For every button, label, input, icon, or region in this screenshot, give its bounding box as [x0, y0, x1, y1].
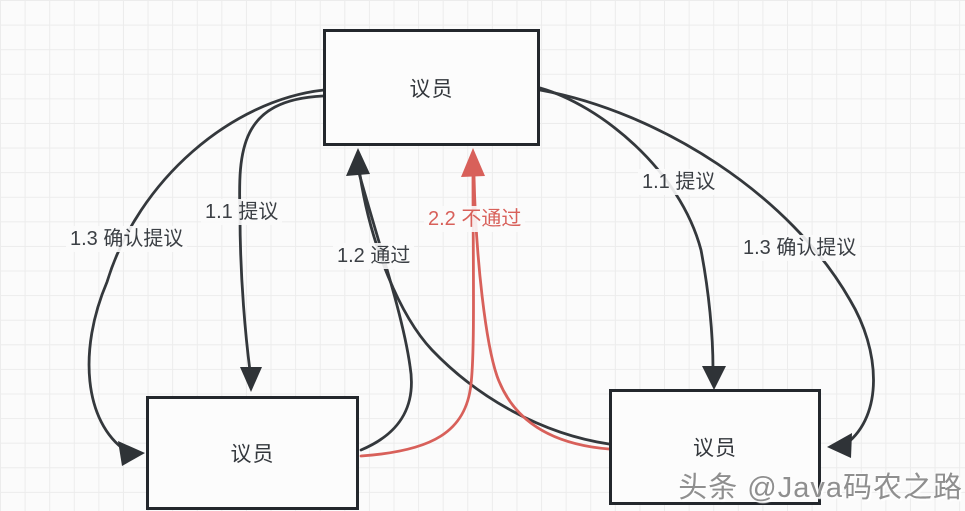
node-councilor-bottom-right: 议员 [609, 389, 821, 505]
edge-propose-right [538, 86, 715, 371]
node-councilor-top: 议员 [323, 29, 540, 146]
node-label: 议员 [693, 437, 737, 460]
arrowhead-pass-icon [346, 148, 370, 176]
node-councilor-bottom-left: 议员 [146, 396, 359, 510]
edge-label-confirm-left: 1.3 确认提议 [66, 226, 188, 252]
edge-propose-left [238, 94, 325, 373]
edge-confirm-left [87, 88, 326, 453]
arrowhead-reject-icon [461, 148, 485, 177]
edge-confirm-right [538, 88, 875, 446]
node-label: 议员 [409, 77, 454, 101]
edge-label-pass: 1.2 通过 [333, 243, 415, 269]
node-label: 议员 [230, 443, 275, 466]
edge-label-confirm-right: 1.3 确认提议 [739, 235, 861, 261]
edge-label-propose-right: 1.1 提议 [638, 169, 720, 195]
arrowhead-propose-left-icon [240, 367, 262, 392]
edge-pass-from-right [358, 173, 611, 446]
edge-label-reject: 2.2 不通过 [424, 206, 526, 232]
edge-label-propose-left: 1.1 提议 [201, 199, 283, 225]
arrowhead-propose-right-icon [702, 366, 726, 390]
arrowhead-confirm-left-icon [118, 441, 145, 466]
edge-reject-from-right [472, 174, 611, 451]
arrowhead-confirm-right-icon [827, 433, 852, 458]
edge-reject-from-left [359, 174, 475, 458]
edge-pass-from-left [357, 171, 413, 452]
watermark: 头条 @Java码农之路 [678, 472, 963, 504]
